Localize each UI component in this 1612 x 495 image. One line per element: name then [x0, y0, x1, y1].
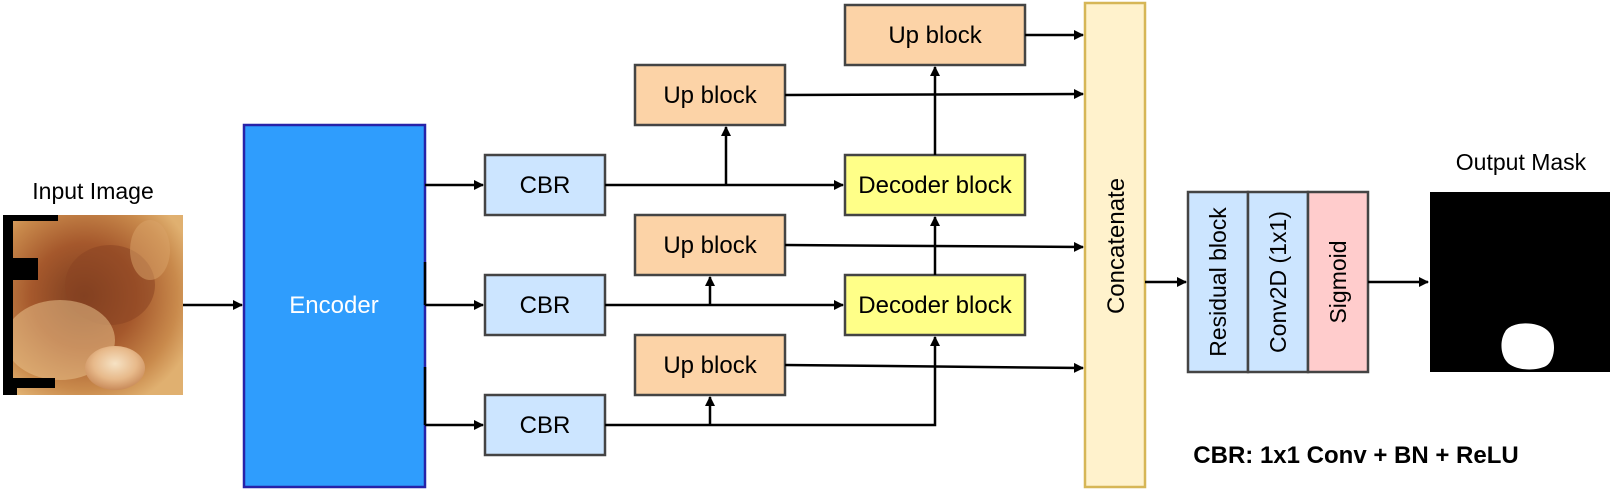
sigmoid-label: Sigmoid [1325, 240, 1351, 323]
up-block-4 [633, 333, 787, 397]
conv2d-block [1246, 190, 1310, 374]
cbr-block-middle [483, 273, 607, 337]
sigmoid-block [1306, 190, 1370, 374]
up-block-4-label: Up block [663, 352, 757, 379]
concatenate-label: Concatenate [1103, 178, 1130, 314]
up-block-1 [843, 3, 1027, 67]
conv2d-label: Conv2D (1x1) [1265, 211, 1291, 353]
cbr-label-bottom: CBR [520, 412, 571, 439]
up-block-3 [633, 213, 787, 277]
encoder-label: Encoder [289, 292, 378, 319]
up-block-2 [633, 63, 787, 127]
input-image-label: Input Image [32, 178, 153, 204]
up-block-3-label: Up block [663, 232, 757, 259]
decoder-block-top-label: Decoder block [858, 172, 1012, 199]
cbr-block-top [483, 153, 607, 217]
cbr-legend: CBR: 1x1 Conv + BN + ReLU [1193, 442, 1518, 469]
up-block-1-label: Up block [888, 22, 982, 49]
output-mask-label: Output Mask [1456, 149, 1587, 175]
decoder-block-bottom [843, 273, 1027, 337]
connections [183, 30, 1429, 430]
up-block-2-label: Up block [663, 82, 757, 109]
concatenate-block [1083, 1, 1147, 489]
input-image [3, 215, 183, 395]
cbr-label-middle: CBR [520, 292, 571, 319]
encoder-block [242, 123, 427, 489]
residual-block-label: Residual block [1205, 207, 1231, 357]
cbr-label-top: CBR [520, 172, 571, 199]
decoder-block-bottom-label: Decoder block [858, 292, 1012, 319]
output-mask [1430, 192, 1610, 372]
